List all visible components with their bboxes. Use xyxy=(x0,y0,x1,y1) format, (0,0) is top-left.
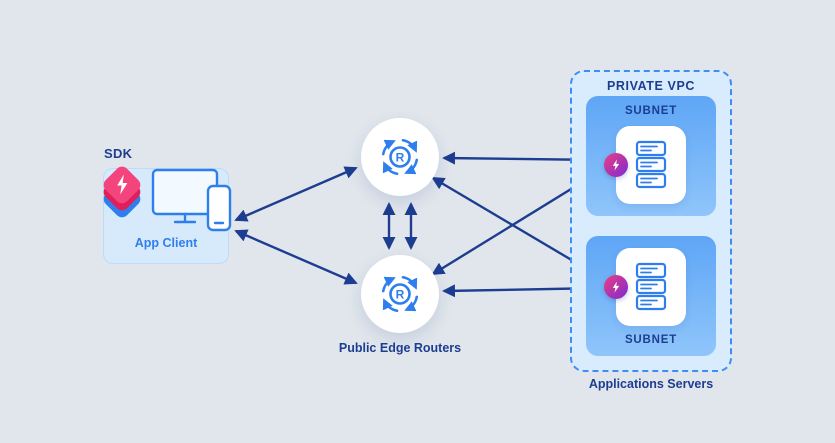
lightning-badge-icon xyxy=(604,275,628,299)
arrow-client-router1 xyxy=(234,166,358,222)
server-rack-icon xyxy=(635,140,667,189)
subnet-top: SUBNET xyxy=(586,96,716,216)
router-icon: R xyxy=(381,138,419,176)
edge-router-1: R xyxy=(361,118,439,196)
arrow-client-router2 xyxy=(234,229,358,285)
server-card xyxy=(616,126,686,204)
router-letter: R xyxy=(396,150,405,164)
router-icon: R xyxy=(381,275,419,313)
public-edge-routers-label: Public Edge Routers xyxy=(338,341,462,355)
router-letter: R xyxy=(396,287,405,301)
subnet-top-label: SUBNET xyxy=(624,105,678,117)
edge-router-2: R xyxy=(361,255,439,333)
sdk-stack-icon xyxy=(103,166,141,218)
sdk-label: SDK xyxy=(104,146,133,161)
server-rack-icon xyxy=(635,262,667,311)
applications-servers-label: Applications Servers xyxy=(588,377,714,391)
subnet-bottom-label: SUBNET xyxy=(624,334,678,346)
app-client-label: App Client xyxy=(134,236,198,250)
lightning-badge-icon xyxy=(604,153,628,177)
subnet-bottom: SUBNET xyxy=(586,236,716,356)
lightning-bolt-icon xyxy=(117,174,128,195)
desktop-and-phone-icon xyxy=(151,168,232,232)
private-vpc-title: PRIVATE VPC xyxy=(606,79,696,93)
